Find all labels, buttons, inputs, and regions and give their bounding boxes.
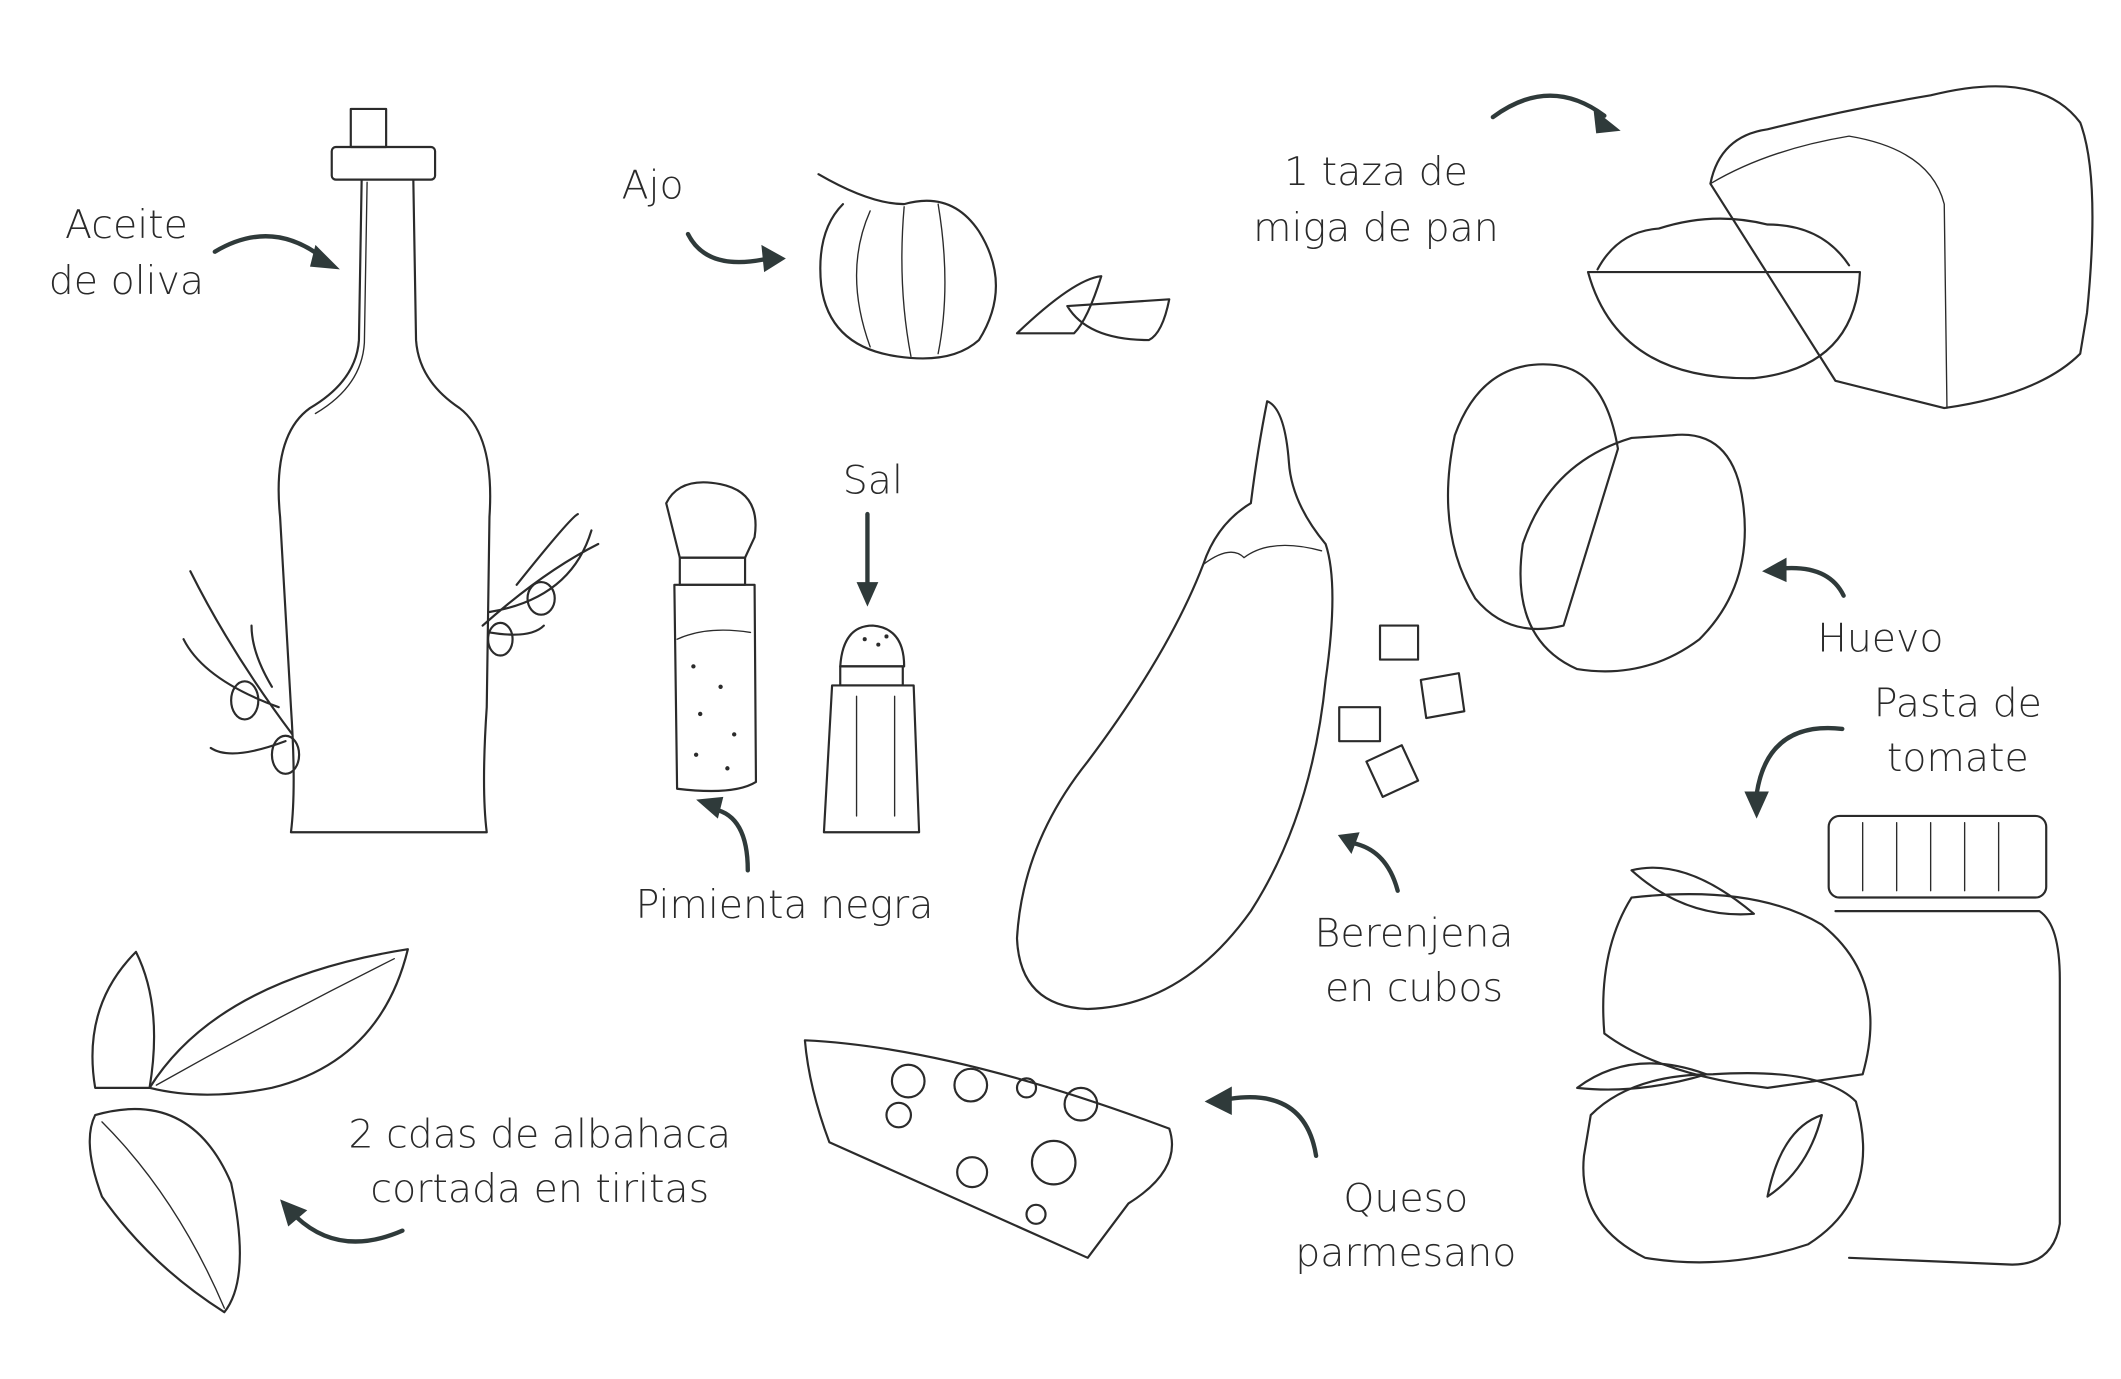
label-pepper: Pimienta negra — [636, 882, 934, 928]
arrow-egg — [1778, 565, 1846, 598]
arrow-eggplant — [1350, 840, 1400, 893]
arrow-bread — [1490, 93, 1607, 120]
arrow-tomato-paste — [1754, 725, 1845, 797]
arrow-basil — [294, 1214, 405, 1244]
arrow-pepper — [711, 806, 750, 873]
eggplant-drawing — [1015, 400, 1466, 1011]
arrow-olive-oil — [212, 234, 326, 261]
cheese-drawing — [803, 1039, 1174, 1259]
pepper-grinder-drawing — [665, 481, 758, 793]
label-garlic: Ajo — [622, 163, 684, 209]
label-salt: Sal — [843, 458, 903, 504]
eggs-drawing — [1446, 363, 1746, 673]
label-egg: Huevo — [1817, 615, 1943, 661]
garlic-drawing — [817, 173, 1171, 360]
arrow-garlic — [685, 231, 771, 265]
basil-drawing — [88, 948, 409, 1314]
olive-oil-bottle-drawing — [182, 107, 600, 834]
tomato-paste-drawing — [1576, 814, 2061, 1266]
bread-bowl-drawing — [1586, 85, 2094, 410]
salt-shaker-drawing — [822, 624, 921, 834]
arrow-cheese — [1228, 1095, 1319, 1159]
pointer-arrows — [212, 93, 1846, 1244]
